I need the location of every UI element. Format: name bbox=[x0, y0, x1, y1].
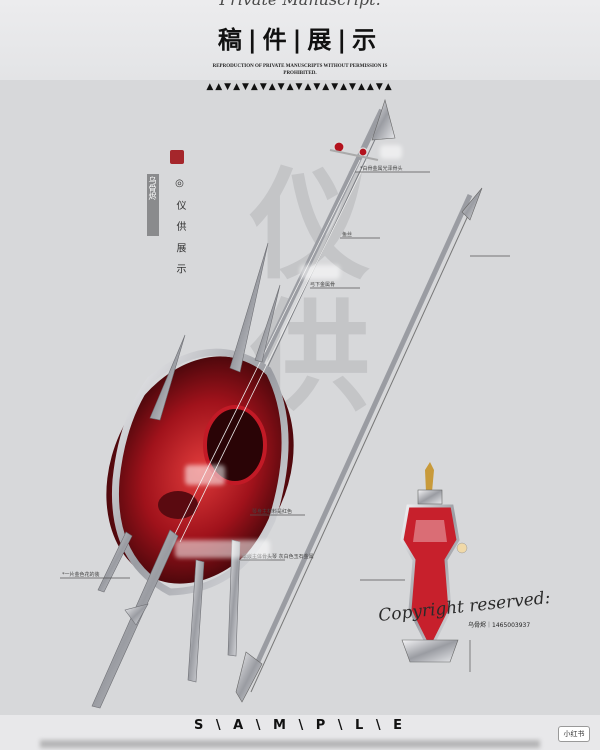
artist-id: 乌骨烬｜1465003937 bbox=[468, 622, 531, 629]
annotation-top-ornament: *白骨金属光泽骨头 bbox=[360, 166, 403, 172]
annotation-lower: 镶嵌主体骨头琴 灰白色玉石金属 bbox=[242, 554, 314, 560]
footer-blur bbox=[40, 740, 540, 748]
blur-patch bbox=[175, 540, 270, 558]
triangle-divider: ▲▲▼▲▼▲▼▲▼▲▼▲▼▲▼▲▼▲▲▼▲ bbox=[206, 82, 394, 92]
annotation-string: 鱼丝 bbox=[342, 232, 353, 238]
annotation-lines bbox=[60, 171, 510, 672]
copyright-notice: REPRODUCTION OF PRIVATE MANUSCRIPTS WITH… bbox=[212, 64, 388, 76]
blur-patch bbox=[380, 145, 402, 159]
bone-spikes bbox=[91, 242, 281, 709]
blur-patch bbox=[300, 265, 340, 279]
red-seal-stamp bbox=[170, 150, 184, 164]
annotation-center: 琴身主材料是红色 bbox=[252, 509, 293, 515]
header-panel bbox=[0, 0, 600, 80]
vertical-title: ◎ 仪 供 展 示 bbox=[174, 178, 185, 278]
sample-watermark: S \ A \ M \ P \ L \ E bbox=[193, 718, 407, 733]
side-label-box bbox=[147, 174, 159, 236]
footer-bar bbox=[0, 715, 600, 750]
annotation-bow: *一片金色花的装 bbox=[62, 572, 100, 578]
blur-patch bbox=[185, 465, 225, 485]
manuscript-title: Private Manuscript. bbox=[0, 0, 600, 9]
platform-badge: 小红书 bbox=[558, 726, 590, 742]
page-title: 稿|件|展|示 bbox=[217, 26, 383, 54]
potion-bottle bbox=[400, 462, 468, 663]
annotation-body: 弓下金属骨 bbox=[310, 282, 336, 288]
side-label: 乌骨烬 bbox=[148, 176, 157, 200]
bow-staff bbox=[235, 187, 483, 703]
